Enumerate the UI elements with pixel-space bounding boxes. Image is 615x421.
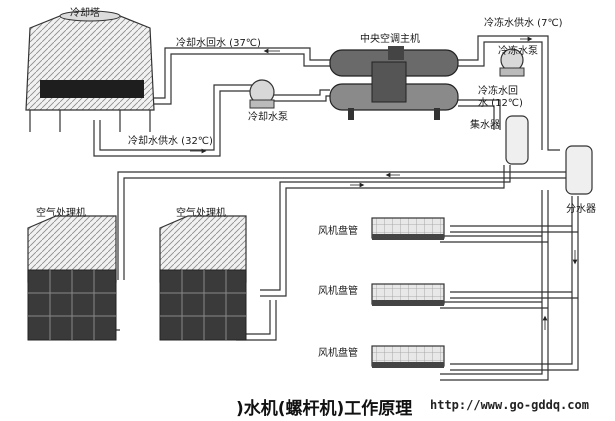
flow-arrows <box>190 36 578 330</box>
fan-coil-unit-1 <box>371 217 445 240</box>
supply-header-vessel <box>565 145 593 195</box>
label-supply-header: 分水器 <box>566 204 596 215</box>
label-chilled-return-2: 水 (12℃) <box>478 98 523 109</box>
label-cooling-supply: 冷却水供水 (32℃) <box>128 136 213 147</box>
label-chilled-return-1: 冷冻水回 <box>478 86 518 97</box>
chilled-water-pump <box>499 48 525 77</box>
pipes <box>93 35 579 381</box>
label-chilled-pump: 冷冻水泵 <box>498 46 538 57</box>
label-chilled-supply: 冷冻水供水 (7℃) <box>484 18 563 29</box>
label-ahu-1: 空气处理机 <box>36 208 86 219</box>
fan-coil-unit-2 <box>371 283 445 306</box>
label-ahu-2: 空气处理机 <box>176 208 226 219</box>
source-watermark: http://www.go-gddq.com <box>430 398 589 412</box>
pipe-main-return <box>260 165 511 291</box>
cooling-water-pump <box>249 79 275 109</box>
pipe-chilled-return <box>458 99 501 130</box>
pipe-riser-return <box>440 190 549 381</box>
air-handling-unit-1 <box>27 215 117 341</box>
label-fcu-3: 风机盘管 <box>318 348 358 359</box>
chiller <box>329 46 459 120</box>
return-header-vessel <box>505 115 529 165</box>
label-fcu-1: 风机盘管 <box>318 226 358 237</box>
pipe-main-supply <box>117 171 568 280</box>
fan-coil-unit-3 <box>371 345 445 368</box>
pipe-cooling-return <box>148 47 340 99</box>
diagram-caption: )水机(螺杆机)工作原理 <box>236 399 413 419</box>
air-handling-unit-2 <box>159 215 247 341</box>
pipe-riser-supply <box>450 196 579 371</box>
pipe-cooling-supply <box>99 84 252 151</box>
cooling-tower <box>25 10 155 132</box>
label-fcu-2: 风机盘管 <box>318 286 358 297</box>
pipe-chilled-supply <box>458 35 560 151</box>
label-cooling-pump: 冷却水泵 <box>248 112 288 123</box>
label-cooling-return: 冷却水回水 (37℃) <box>176 38 261 49</box>
label-cooling-tower: 冷却塔 <box>70 8 100 19</box>
label-chiller: 中央空调主机 <box>360 34 420 45</box>
label-return-header: 集水器 <box>470 120 500 131</box>
